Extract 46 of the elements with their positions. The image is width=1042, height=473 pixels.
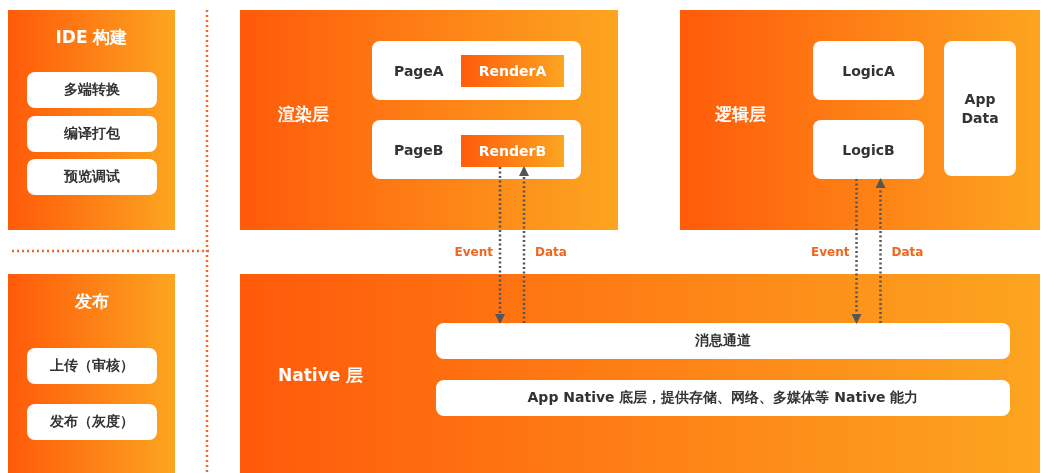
panel-title: Native 层: [278, 364, 364, 387]
dotted-arrow: [495, 167, 505, 324]
box-label: 发布（灰度）: [50, 413, 134, 431]
box-label: LogicA: [842, 62, 895, 79]
box-label: PageA: [394, 62, 444, 79]
box-label: 预览调试: [64, 168, 120, 186]
step-box: [27, 159, 157, 195]
edge-label: Event: [454, 245, 493, 259]
edge-label: Data: [891, 245, 924, 259]
render-label: RenderB: [478, 143, 547, 159]
layer-panel: [240, 274, 1040, 473]
edge-label: Data: [535, 245, 567, 259]
data-box: [944, 41, 1016, 176]
panel: [8, 274, 175, 473]
box-label: 多端转换: [64, 81, 120, 99]
layer-panel: [680, 10, 1040, 230]
panel: [8, 10, 175, 230]
page-box: [372, 41, 581, 100]
panel-title: 渲染层: [278, 103, 329, 126]
logic-box: [813, 41, 924, 100]
box-label: PageB: [394, 141, 444, 158]
render-label: RenderA: [478, 63, 547, 79]
dotted-arrow: [519, 166, 529, 323]
dotted-arrow: [875, 178, 886, 323]
step-box: [27, 116, 157, 152]
panel-title: 逻辑层: [715, 103, 766, 126]
logic-box: [813, 120, 924, 179]
box-label: App Data: [960, 89, 1000, 128]
step-box: [27, 404, 157, 440]
channel-bar: [436, 323, 1010, 359]
render-box: [461, 135, 564, 167]
box-label: 编译打包: [64, 125, 120, 143]
step-box: [27, 348, 157, 384]
step-box: [27, 72, 157, 108]
page-box: [372, 120, 581, 179]
channel-bar: [436, 380, 1010, 416]
render-box: [461, 55, 564, 87]
layer-panel: [240, 10, 618, 230]
panel-title: IDE 构建: [54, 26, 129, 49]
panel-title: 发布: [73, 290, 110, 313]
box-label: 消息通道: [695, 332, 751, 350]
edge-label: Event: [811, 245, 850, 259]
dotted-arrow: [851, 179, 862, 324]
box-label: 上传（审核）: [50, 357, 134, 375]
box-label: App Native 底层，提供存储、网络、多媒体等 Native 能力: [527, 389, 919, 407]
box-label: LogicB: [842, 141, 895, 158]
